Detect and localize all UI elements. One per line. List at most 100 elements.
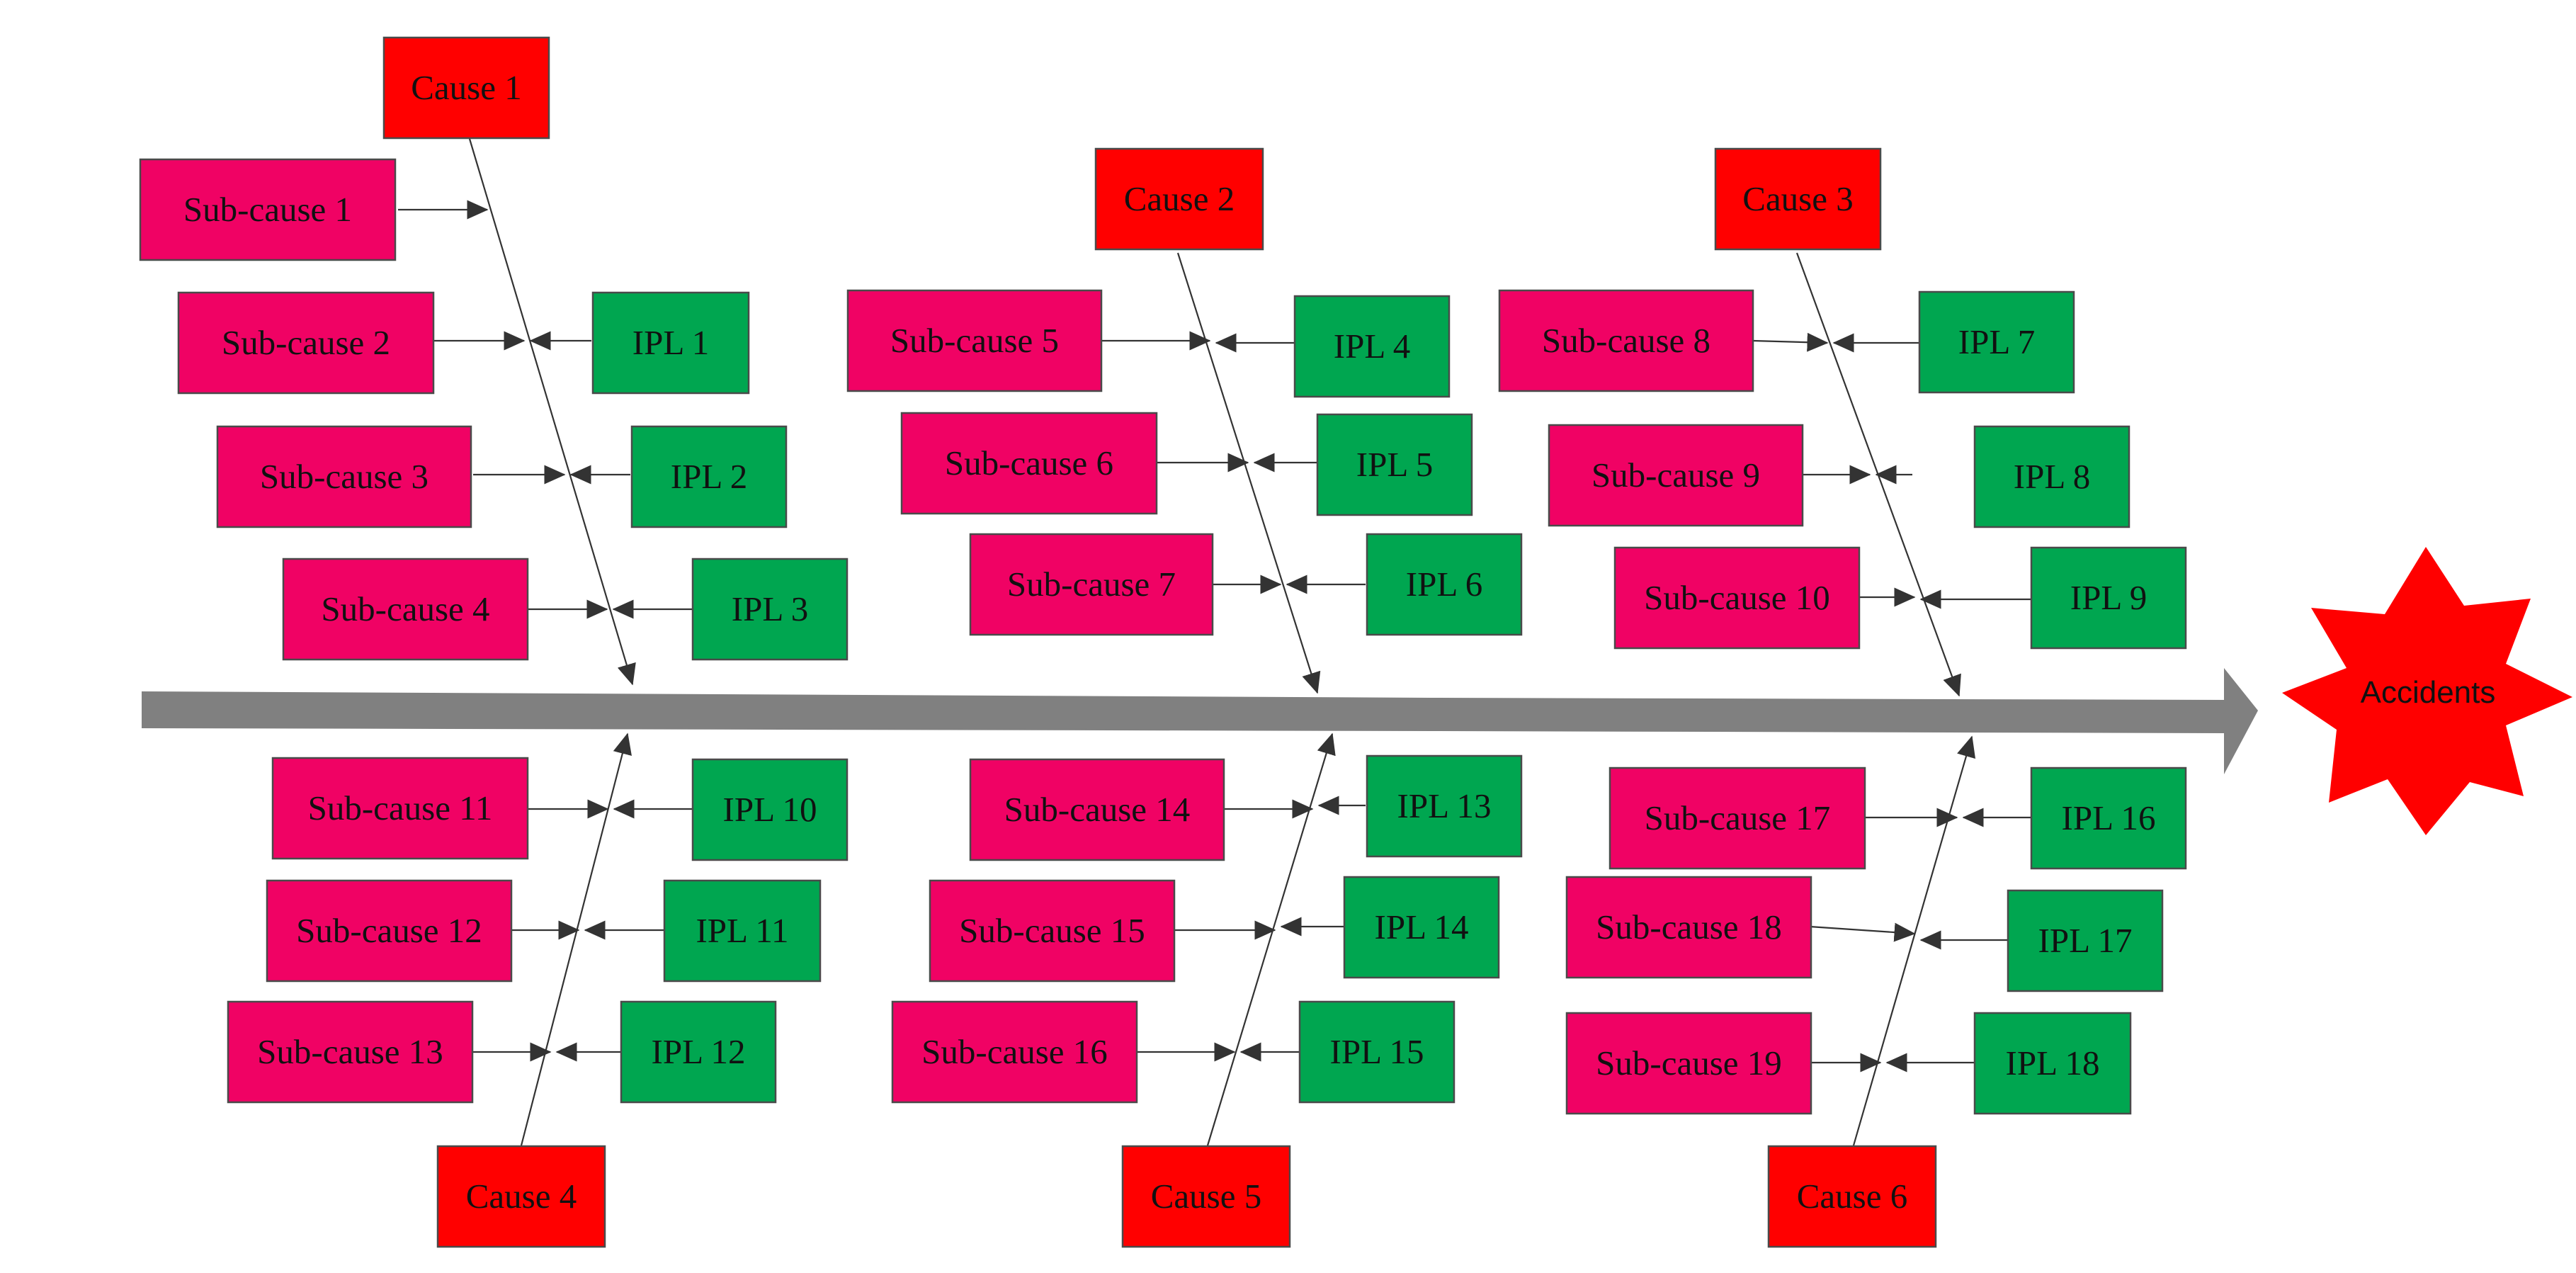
ipl-label: IPL 13 <box>1397 786 1492 825</box>
sub-cause-sub-cause-13: Sub-cause 13 <box>227 1000 474 1104</box>
cause-box <box>436 1145 606 1248</box>
ipl-ipl-3: IPL 3 <box>691 558 849 661</box>
sub-cause-box <box>1498 289 1754 392</box>
sub-cause-box <box>216 425 472 528</box>
ipl-ipl-4: IPL 4 <box>1293 295 1451 398</box>
sub-cause-sub-cause-16: Sub-cause 16 <box>891 1000 1138 1104</box>
ipl-ipl-16: IPL 16 <box>2030 766 2187 870</box>
sub-cause-box <box>900 412 1158 515</box>
ipl-box <box>1973 425 2130 528</box>
cause-cause-2: Cause 2 <box>1094 147 1264 251</box>
ipl-box <box>1366 533 1523 636</box>
sub-cause-label: Sub-cause 15 <box>959 911 1145 950</box>
ipl-ipl-10: IPL 10 <box>691 758 849 861</box>
bone-cause-1 <box>468 138 636 686</box>
ipl-ipl-6: IPL 6 <box>1366 533 1523 636</box>
conn-s18 <box>1809 922 1916 942</box>
cause-bones <box>468 138 1976 1146</box>
sub-cause-sub-cause-12: Sub-cause 12 <box>266 879 513 983</box>
accidents-star-shape <box>2282 547 2572 835</box>
ipl-ipl-13: IPL 13 <box>1366 754 1523 858</box>
ipl-box <box>663 879 822 983</box>
sub-cause-label: Sub-cause 16 <box>921 1032 1108 1071</box>
sub-cause-box <box>282 558 529 661</box>
sub-cause-sub-cause-17: Sub-cause 17 <box>1608 766 1866 870</box>
sub-cause-label: Sub-cause 10 <box>1644 578 1830 617</box>
sub-cause-sub-cause-7: Sub-cause 7 <box>969 533 1214 636</box>
sub-cause-sub-cause-9: Sub-cause 9 <box>1548 424 1804 527</box>
ipl-label: IPL 10 <box>723 790 817 829</box>
cause-cause-5: Cause 5 <box>1121 1145 1291 1248</box>
sub-cause-label: Sub-cause 12 <box>296 911 482 950</box>
ipl-ipl-8: IPL 8 <box>1973 425 2130 528</box>
sub-cause-label: Sub-cause 2 <box>222 323 390 362</box>
sub-cause-sub-cause-8: Sub-cause 8 <box>1498 289 1754 392</box>
sub-cause-box <box>1565 876 1812 979</box>
sub-cause-box <box>1613 546 1861 650</box>
cause-label: Cause 6 <box>1797 1177 1908 1216</box>
sub-cause-label: Sub-cause 17 <box>1645 798 1831 837</box>
sub-cause-label: Sub-cause 13 <box>257 1032 443 1071</box>
connectors <box>398 200 2031 1073</box>
sub-cause-sub-cause-14: Sub-cause 14 <box>969 758 1225 861</box>
ipl-box <box>2007 889 2164 992</box>
ipl-label: IPL 7 <box>1958 322 2035 361</box>
sub-cause-label: Sub-cause 18 <box>1596 907 1782 946</box>
sub-cause-box <box>1608 766 1866 870</box>
sub-cause-sub-cause-11: Sub-cause 11 <box>271 757 529 860</box>
sub-cause-sub-cause-18: Sub-cause 18 <box>1565 876 1812 979</box>
ipl-ipl-12: IPL 12 <box>620 1000 777 1104</box>
sub-cause-label: Sub-cause 3 <box>260 457 429 496</box>
sub-cause-box <box>1565 1012 1812 1115</box>
ipl-label: IPL 5 <box>1356 445 1433 484</box>
ipl-label: IPL 6 <box>1406 565 1482 604</box>
sub-cause-sub-cause-10: Sub-cause 10 <box>1613 546 1861 650</box>
ipl-label: IPL 16 <box>2062 798 2156 837</box>
ipl-box <box>630 425 788 528</box>
sub-cause-label: Sub-cause 6 <box>945 443 1113 482</box>
ipl-box <box>691 758 849 861</box>
bone-cause-4 <box>520 732 632 1146</box>
sub-cause-box <box>266 879 513 983</box>
accidents-effect: Accidents <box>2282 547 2572 835</box>
ipl-ipl-15: IPL 15 <box>1298 1000 1456 1104</box>
accidents-label: Accidents <box>2361 675 2496 710</box>
ipl-label: IPL 2 <box>671 457 747 496</box>
sub-cause-sub-cause-19: Sub-cause 19 <box>1565 1012 1812 1115</box>
ipl-label: IPL 3 <box>732 589 808 628</box>
ipl-label: IPL 12 <box>652 1032 746 1071</box>
cause-cause-4: Cause 4 <box>436 1145 606 1248</box>
ipl-label: IPL 18 <box>2006 1043 2100 1082</box>
ipl-box <box>691 558 849 661</box>
ipl-box <box>1293 295 1451 398</box>
ipl-box <box>1918 290 2075 394</box>
sub-cause-sub-cause-6: Sub-cause 6 <box>900 412 1158 515</box>
cause-box <box>1094 147 1264 251</box>
bone-cause-6 <box>1852 735 1976 1146</box>
bone-cause-2 <box>1176 252 1321 694</box>
ipl-label: IPL 14 <box>1375 907 1469 946</box>
sub-cause-sub-cause-15: Sub-cause 15 <box>929 879 1176 983</box>
sub-cause-box <box>929 879 1176 983</box>
ipl-box <box>1316 413 1473 516</box>
ipl-box <box>591 291 750 395</box>
sub-cause-box <box>891 1000 1138 1104</box>
sub-cause-label: Sub-cause 4 <box>321 589 489 628</box>
ipl-label: IPL 1 <box>632 323 709 362</box>
sub-cause-box <box>846 289 1103 392</box>
diagram-boxes: Cause 1 Cause 2 Cause 3 Cause 4 Cause 5 Cause… <box>139 36 2187 1248</box>
cause-cause-1: Cause 1 <box>382 36 550 140</box>
ipl-box <box>1343 876 1500 979</box>
sub-cause-label: Sub-cause 5 <box>890 321 1059 360</box>
sub-cause-sub-cause-4: Sub-cause 4 <box>282 558 529 661</box>
cause-box <box>1121 1145 1291 1248</box>
cause-cause-3: Cause 3 <box>1714 147 1882 251</box>
sub-cause-label: Sub-cause 9 <box>1591 456 1760 494</box>
conn-s8 <box>1752 332 1829 352</box>
sub-cause-box <box>271 757 529 860</box>
cause-box <box>1714 147 1882 251</box>
ipl-ipl-14: IPL 14 <box>1343 876 1500 979</box>
ipl-label: IPL 17 <box>2038 921 2133 960</box>
sub-cause-box <box>969 533 1214 636</box>
